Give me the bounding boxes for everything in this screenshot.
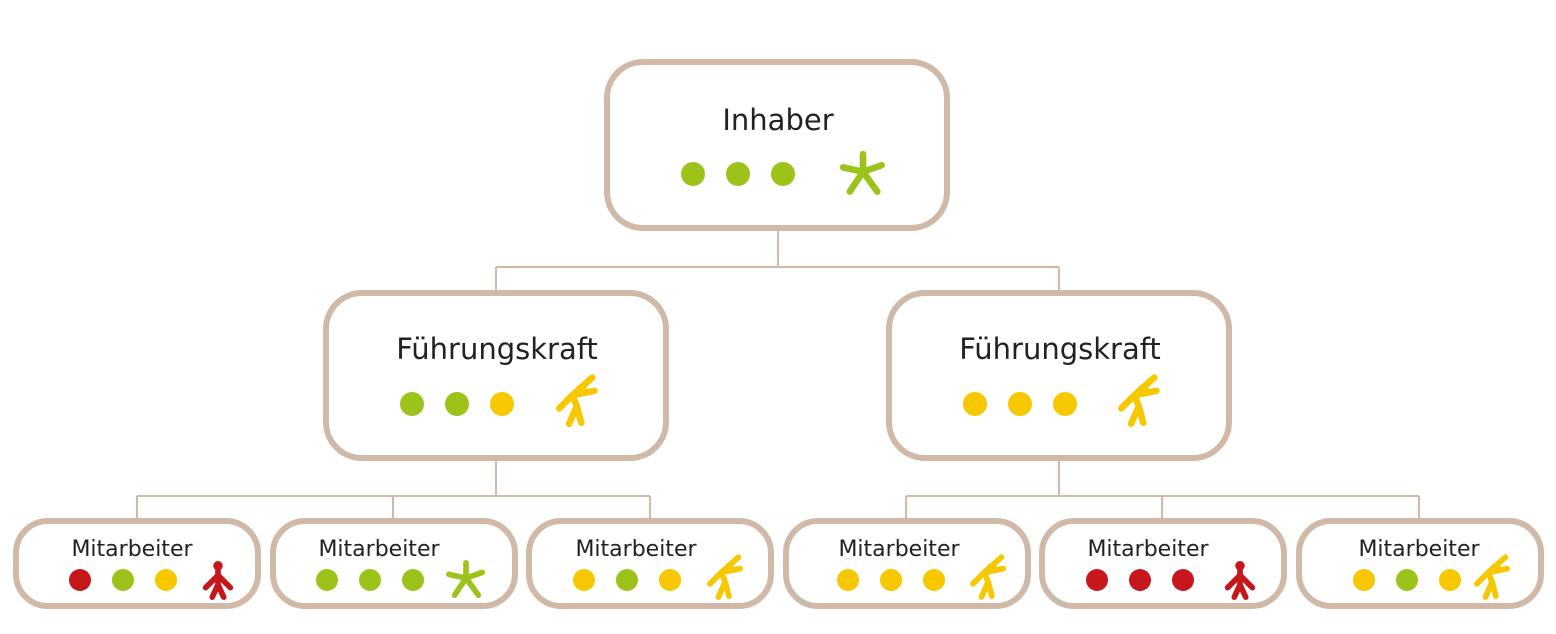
employee-label: Mitarbeiter bbox=[575, 537, 697, 562]
employee-node: Mitarbeiter bbox=[1039, 518, 1287, 609]
rating-dot-yellow bbox=[880, 569, 902, 591]
rating-dots bbox=[69, 561, 234, 600]
employee-label: Mitarbeiter bbox=[1358, 537, 1480, 562]
manager-label: Führungskraft bbox=[959, 332, 1161, 366]
employee-label: Mitarbeiter bbox=[71, 537, 193, 562]
rating-dot-red bbox=[1086, 569, 1108, 591]
green-asterisk-icon bbox=[446, 560, 486, 599]
rating-dot-yellow bbox=[155, 569, 177, 591]
rating-dot-yellow bbox=[837, 569, 859, 591]
rating-dot-yellow bbox=[1439, 569, 1461, 591]
rating-dots bbox=[573, 554, 744, 600]
manager-node-right: Führungskraft bbox=[886, 290, 1232, 461]
rating-dots bbox=[1353, 554, 1511, 600]
rating-dot-yellow bbox=[490, 392, 514, 416]
rating-dot-green bbox=[316, 569, 338, 591]
employee-label: Mitarbeiter bbox=[318, 537, 440, 562]
yellow-figure-icon bbox=[1117, 374, 1160, 428]
manager-label: Führungskraft bbox=[396, 332, 598, 366]
rating-dot-red bbox=[1129, 569, 1151, 591]
employee-label: Mitarbeiter bbox=[1087, 537, 1209, 562]
rating-dot-green bbox=[112, 569, 134, 591]
rating-dots bbox=[1086, 561, 1256, 600]
rating-dots bbox=[963, 374, 1160, 428]
rating-dot-yellow bbox=[1008, 392, 1032, 416]
rating-dot-green bbox=[771, 162, 795, 186]
yellow-figure-icon bbox=[707, 554, 744, 600]
rating-dot-yellow bbox=[1353, 569, 1375, 591]
yellow-figure-icon bbox=[1474, 554, 1511, 600]
employee-node: Mitarbeiter bbox=[783, 518, 1031, 609]
employee-node: Mitarbeiter bbox=[13, 518, 261, 609]
employee-node: Mitarbeiter bbox=[1296, 518, 1544, 609]
rating-dots bbox=[837, 554, 1007, 600]
connectors bbox=[136, 228, 1420, 520]
rating-dot-yellow bbox=[1053, 392, 1077, 416]
rating-dot-green bbox=[726, 162, 750, 186]
employee-label: Mitarbeiter bbox=[838, 537, 960, 562]
green-asterisk-icon bbox=[839, 150, 886, 195]
yellow-figure-icon bbox=[555, 374, 598, 428]
employee-node: Mitarbeiter bbox=[526, 518, 774, 609]
rating-dot-green bbox=[400, 392, 424, 416]
manager-node-left: Führungskraft bbox=[323, 290, 669, 461]
rating-dots bbox=[316, 560, 486, 599]
rating-dot-yellow bbox=[573, 569, 595, 591]
rating-dot-yellow bbox=[963, 392, 987, 416]
red-figure-icon bbox=[1224, 561, 1256, 600]
rating-dot-green bbox=[616, 569, 638, 591]
rating-dot-yellow bbox=[923, 569, 945, 591]
rating-dot-red bbox=[1172, 569, 1194, 591]
yellow-figure-icon bbox=[970, 554, 1007, 600]
rating-dot-green bbox=[1396, 569, 1418, 591]
red-figure-icon bbox=[202, 561, 234, 600]
rating-dot-yellow bbox=[659, 569, 681, 591]
rating-dot-green bbox=[402, 569, 424, 591]
rating-dots bbox=[681, 150, 886, 195]
rating-dot-green bbox=[681, 162, 705, 186]
rating-dot-green bbox=[359, 569, 381, 591]
owner-node: Inhaber bbox=[604, 59, 950, 231]
rating-dot-red bbox=[69, 569, 91, 591]
rating-dot-green bbox=[445, 392, 469, 416]
owner-label: Inhaber bbox=[722, 103, 833, 137]
rating-dots bbox=[400, 374, 598, 428]
employee-node: Mitarbeiter bbox=[270, 518, 518, 609]
